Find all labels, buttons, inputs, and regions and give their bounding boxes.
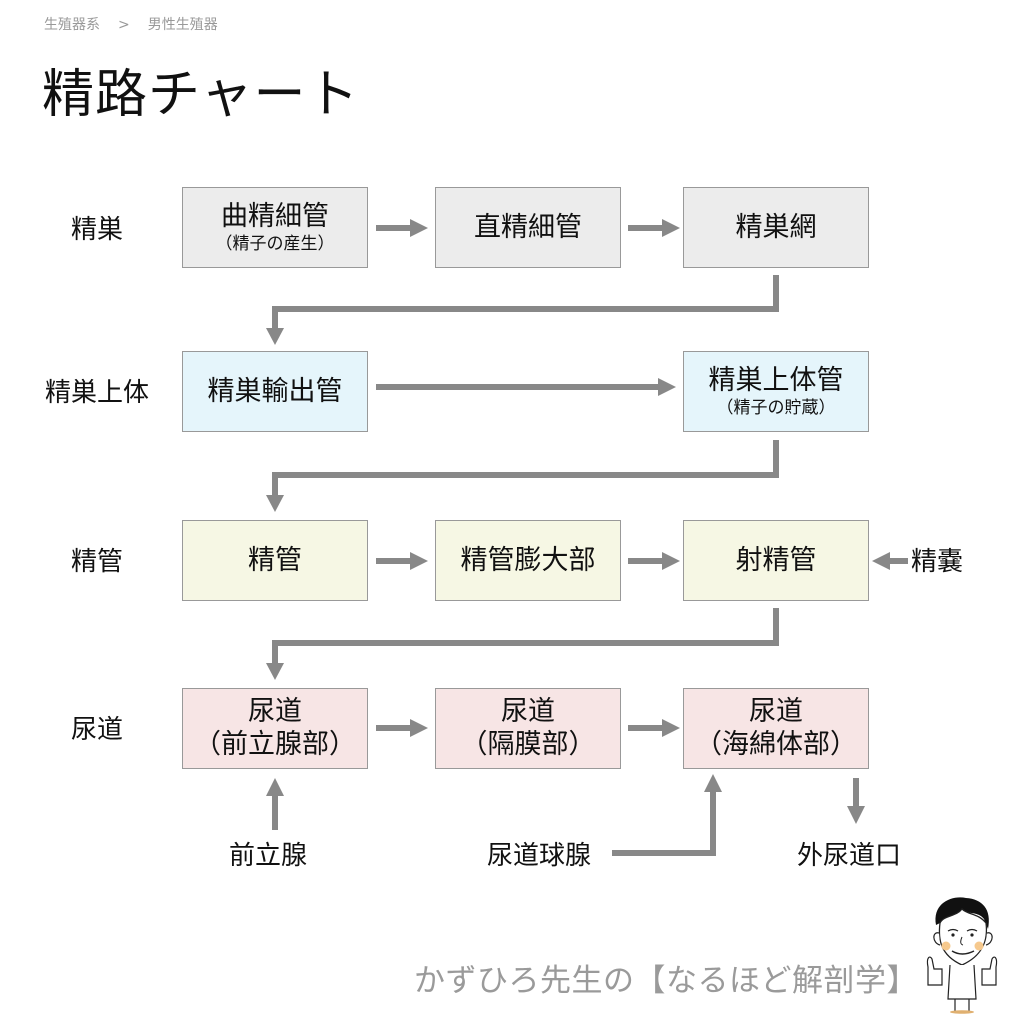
arrow-left-icon <box>872 552 908 570</box>
box-title: 尿道 <box>248 695 302 727</box>
row-label-epididymis: 精巣上体 <box>44 378 149 408</box>
arrow-right-icon <box>376 719 428 737</box>
box-title: 精巣上体管 <box>708 364 844 396</box>
breadcrumb-separator: > <box>118 17 130 33</box>
box-note: （精子の貯蔵） <box>716 397 836 418</box>
page-title: 精路チャート <box>42 65 360 125</box>
label-external-urethral-orifice: 外尿道口 <box>797 841 902 871</box>
box-membranous-urethra: 尿道 （隔膜部） <box>435 688 621 769</box>
arrow-elbow-down-icon <box>266 275 779 345</box>
box-ejaculatory-duct: 射精管 <box>683 520 869 601</box>
box-note: （精子の産生） <box>215 233 335 254</box>
arrow-right-icon <box>376 378 676 396</box>
box-prostatic-urethra: 尿道 （前立腺部） <box>182 688 368 769</box>
box-title: 曲精細管 <box>221 200 329 232</box>
box-note: （前立腺部） <box>194 728 356 760</box>
box-title: 精管膨大部 <box>460 544 596 576</box>
row-label-vas-deferens: 精管 <box>70 547 123 577</box>
box-note: （海綿体部） <box>695 728 857 760</box>
arrow-elbow-down-icon <box>266 440 779 512</box>
arrow-right-icon <box>628 219 680 237</box>
brand-footer: かずひろ先生の【なるほど解剖学】 <box>414 963 918 999</box>
box-vas-deferens: 精管 <box>182 520 368 601</box>
label-seminal-vesicle: 精嚢 <box>911 547 964 577</box>
thumbs-up-doctor-mascot-icon <box>926 897 998 1014</box>
arrow-down-icon <box>847 778 865 824</box>
arrow-right-icon <box>628 719 680 737</box>
box-spongy-urethra: 尿道 （海綿体部） <box>683 688 869 769</box>
box-straight-tubule: 直精細管 <box>435 187 621 268</box>
row-label-testis: 精巣 <box>70 215 123 245</box>
breadcrumb-parent[interactable]: 生殖器系 <box>44 17 100 33</box>
label-bulbourethral-gland: 尿道球腺 <box>487 841 592 871</box>
box-title: 精管 <box>248 544 302 576</box>
box-seminiferous-tubule: 曲精細管 （精子の産生） <box>182 187 368 268</box>
arrow-elbow-down-icon <box>266 608 779 680</box>
row-label-urethra: 尿道 <box>70 715 123 745</box>
box-rete-testis: 精巣網 <box>683 187 869 268</box>
arrow-right-icon <box>376 219 428 237</box>
box-ampulla: 精管膨大部 <box>435 520 621 601</box>
breadcrumb: 生殖器系 > 男性生殖器 <box>44 14 218 34</box>
box-title: 尿道 <box>501 695 555 727</box>
box-note: （隔膜部） <box>460 728 596 760</box>
box-title: 直精細管 <box>474 211 582 243</box>
arrow-up-icon <box>266 778 284 830</box>
arrow-right-icon <box>376 552 428 570</box>
box-title: 射精管 <box>735 544 817 576</box>
label-prostate: 前立腺 <box>229 841 308 871</box>
box-title: 精巣輸出管 <box>207 375 343 407</box>
box-epididymal-duct: 精巣上体管 （精子の貯蔵） <box>683 351 869 432</box>
arrow-right-icon <box>628 552 680 570</box>
arrow-elbow-up-icon <box>612 774 722 856</box>
box-efferent-ductules: 精巣輸出管 <box>182 351 368 432</box>
box-title: 精巣網 <box>735 211 817 243</box>
breadcrumb-current[interactable]: 男性生殖器 <box>147 17 218 33</box>
box-title: 尿道 <box>749 695 803 727</box>
